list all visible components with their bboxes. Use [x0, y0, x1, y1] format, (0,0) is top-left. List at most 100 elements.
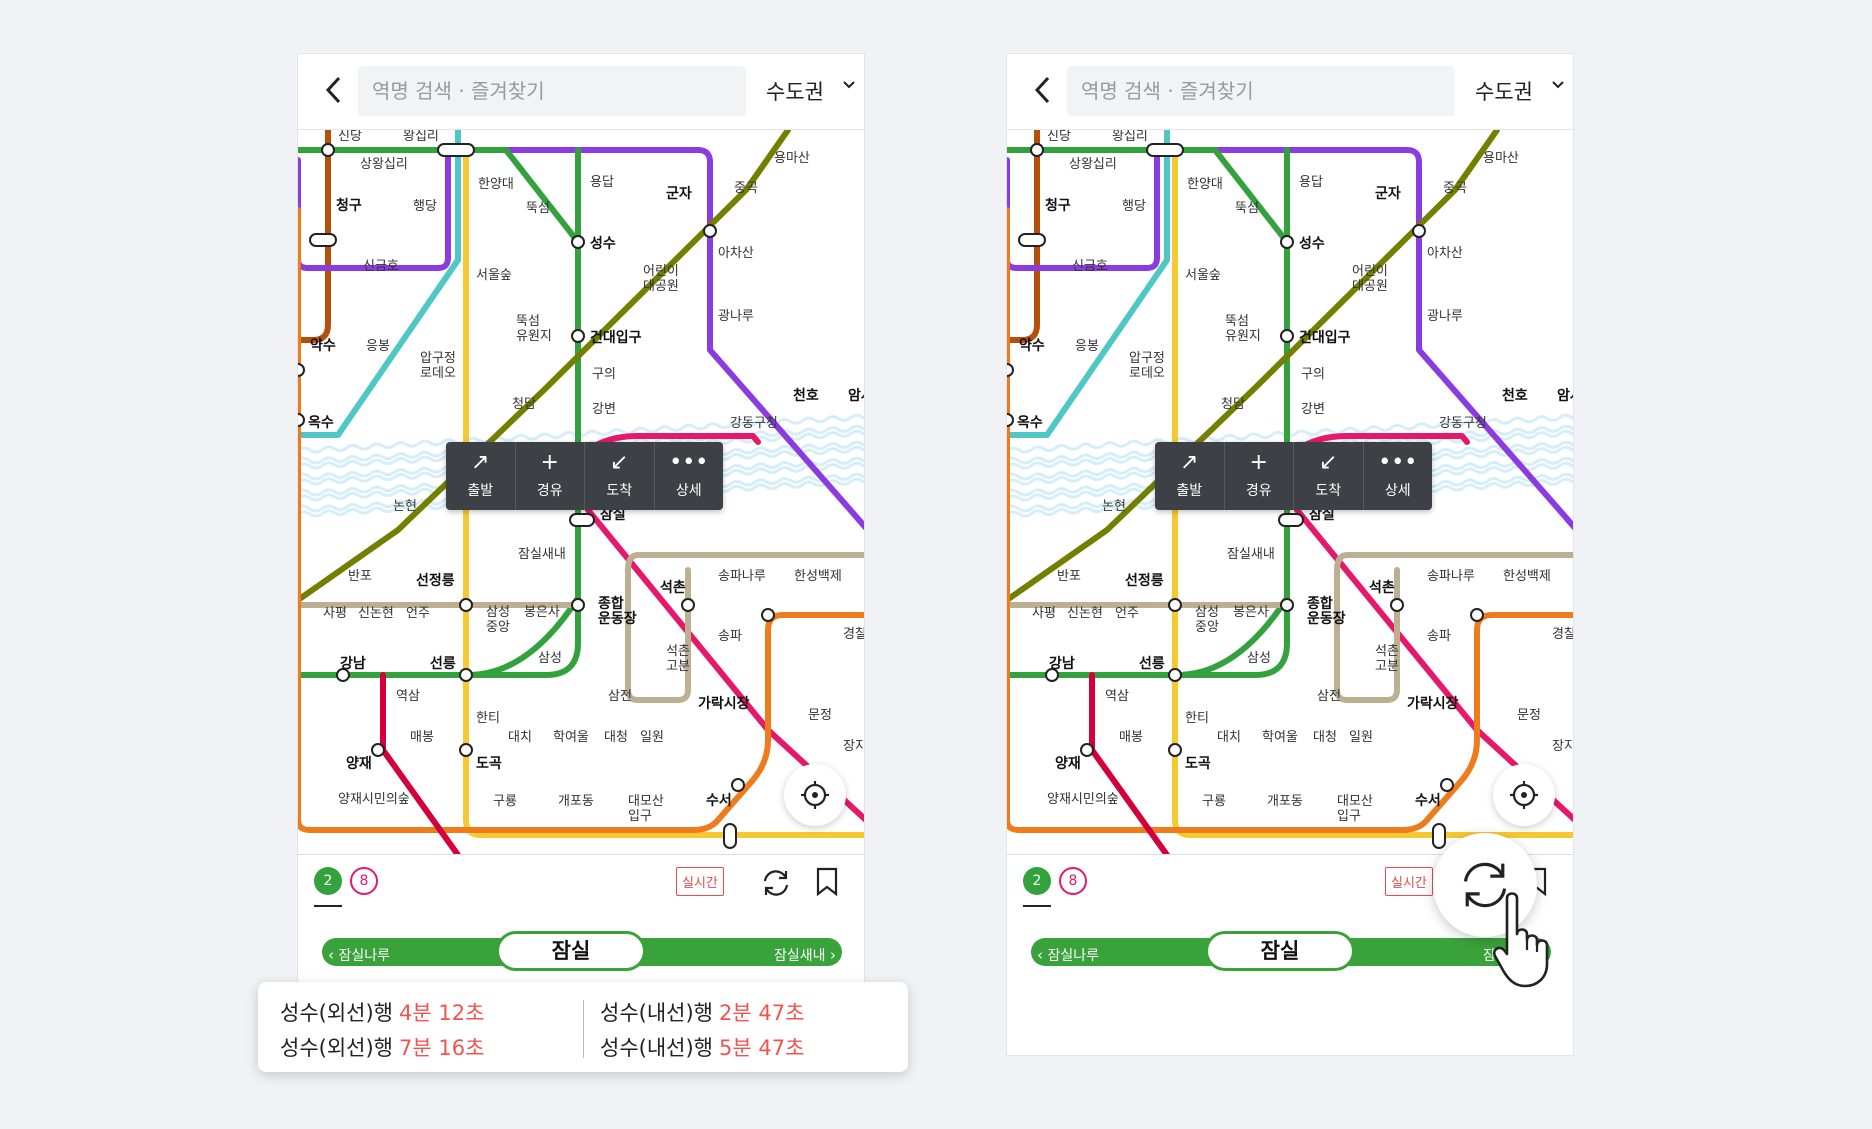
station-marker: [1280, 235, 1294, 249]
context-menu-item[interactable]: •••상세: [1364, 442, 1433, 510]
map-station-label: 학여울: [553, 730, 589, 745]
map-station-label: 종합: [598, 595, 624, 612]
tab-underline: [1023, 905, 1051, 907]
map-station-label: 강동구청: [730, 416, 778, 431]
river-wave: [298, 413, 864, 454]
line-8-badge[interactable]: 8: [1059, 867, 1087, 895]
context-menu-label: 출발: [1176, 483, 1203, 499]
map-station-label: 광나루: [1427, 309, 1463, 324]
map-station-label: 한성백제: [1503, 569, 1551, 584]
map-station-label: 운동장: [1307, 610, 1346, 627]
chevron-down-icon[interactable]: [1551, 80, 1565, 90]
map-station-label: 대공원: [1352, 279, 1388, 294]
locate-button[interactable]: [784, 764, 846, 826]
map-station-label: 장지: [843, 739, 865, 754]
map-station-label: 암사: [848, 387, 865, 404]
map-station-label: 언주: [406, 606, 430, 621]
realtime-badge[interactable]: 실시간: [676, 867, 724, 896]
region-selector[interactable]: 수도권: [1475, 80, 1533, 104]
map-station-label: 서울숲: [476, 268, 512, 283]
station-marker: [1390, 598, 1404, 612]
map-station-label: 운동장: [598, 610, 637, 627]
station-marker: [731, 778, 745, 792]
context-menu-item[interactable]: ↙도착: [1294, 442, 1364, 510]
map-station-label: 구룡: [493, 794, 517, 809]
region-selector[interactable]: 수도권: [766, 80, 824, 104]
transfer-marker: [723, 823, 737, 849]
map-station-label: 강남: [340, 655, 366, 672]
map-station-label: 청구: [336, 198, 362, 214]
map-station-label: 뚝섬: [1235, 201, 1259, 216]
line-6: [298, 130, 331, 343]
map-station-label: 중곡: [734, 181, 758, 196]
map-station-label: 매봉: [410, 730, 434, 745]
map-station-label: 양재시민의숲: [1047, 792, 1119, 807]
map-station-label: 강변: [592, 402, 616, 417]
transfer-marker: [569, 513, 595, 527]
map-station-label: 강동구청: [1439, 416, 1487, 431]
context-menu-item[interactable]: ↙ 도착: [585, 442, 655, 510]
refresh-button-highlight[interactable]: [1433, 833, 1537, 937]
map-station-label: 도곡: [476, 756, 502, 772]
station-marker: [571, 329, 585, 343]
map-station-label: 도곡: [1185, 756, 1211, 772]
prev-station-button[interactable]: ‹ 잠실나루: [328, 946, 390, 964]
station-marker: [1168, 743, 1182, 757]
context-menu-item[interactable]: •••상세: [655, 442, 724, 510]
map-station-label: 어린이: [643, 264, 679, 279]
map-station-label: 용답: [590, 175, 614, 190]
map-station-label: 학여울: [1262, 730, 1298, 745]
gyeongui: [1007, 130, 1170, 438]
station-marker: [459, 598, 473, 612]
bookmark-button[interactable]: [814, 867, 840, 901]
context-menu-item[interactable]: ↗출발: [446, 442, 516, 510]
prev-station-button[interactable]: ‹ 잠실나루: [1037, 946, 1099, 964]
map-station-label: 유원지: [1225, 329, 1261, 344]
context-menu-item[interactable]: ↗출발: [1155, 442, 1225, 510]
arrow-down-left-icon: ↙: [610, 450, 629, 475]
realtime-badge[interactable]: 실시간: [1385, 867, 1433, 896]
back-button[interactable]: [314, 70, 354, 110]
map-station-label: 용마산: [1483, 151, 1519, 166]
map-station-label: 송파나루: [1427, 569, 1475, 584]
line-7: [298, 130, 791, 603]
map-station-label: 중곡: [1443, 181, 1467, 196]
line-2-badge[interactable]: 2: [314, 867, 342, 895]
map-station-label: 천호: [793, 388, 819, 404]
search-input[interactable]: 역명 검색 · 즐겨찾기: [358, 66, 746, 116]
context-menu-item[interactable]: +경유: [1225, 442, 1294, 510]
locate-button[interactable]: [1493, 764, 1555, 826]
line-8-badge[interactable]: 8: [350, 867, 378, 895]
refresh-button[interactable]: [758, 865, 794, 905]
context-menu-label: 경유: [1245, 483, 1272, 499]
station-marker: [571, 235, 585, 249]
map-station-label: 로데오: [420, 366, 456, 381]
back-button[interactable]: [1023, 70, 1063, 110]
map-station-label: 선릉: [430, 656, 456, 672]
context-menu-label: 도착: [606, 483, 633, 499]
line-6: [1007, 130, 1040, 343]
line-3: [298, 207, 864, 833]
divider: [583, 1000, 584, 1058]
line-2-badge[interactable]: 2: [1023, 867, 1051, 895]
chevron-down-icon[interactable]: [842, 80, 856, 90]
next-station-button[interactable]: 잠실새내 ›: [774, 946, 836, 964]
map-station-label: 응봉: [1075, 339, 1099, 354]
map-station-label: 언주: [1115, 606, 1139, 621]
map-station-label: 경찰: [1552, 627, 1574, 642]
map-station-label: 선정릉: [416, 572, 455, 589]
map-station-label: 종합: [1307, 595, 1333, 612]
search-input[interactable]: 역명 검색 · 즐겨찾기: [1067, 66, 1455, 116]
map-station-label: 유원지: [516, 329, 552, 344]
context-menu-item[interactable]: +경유: [516, 442, 585, 510]
map-station-label: 한양대: [1187, 177, 1223, 192]
station-marker: [703, 224, 717, 238]
map-station-label: 고분: [666, 659, 690, 674]
map-station-label: 일원: [1349, 730, 1373, 745]
refresh-icon: [763, 870, 789, 896]
